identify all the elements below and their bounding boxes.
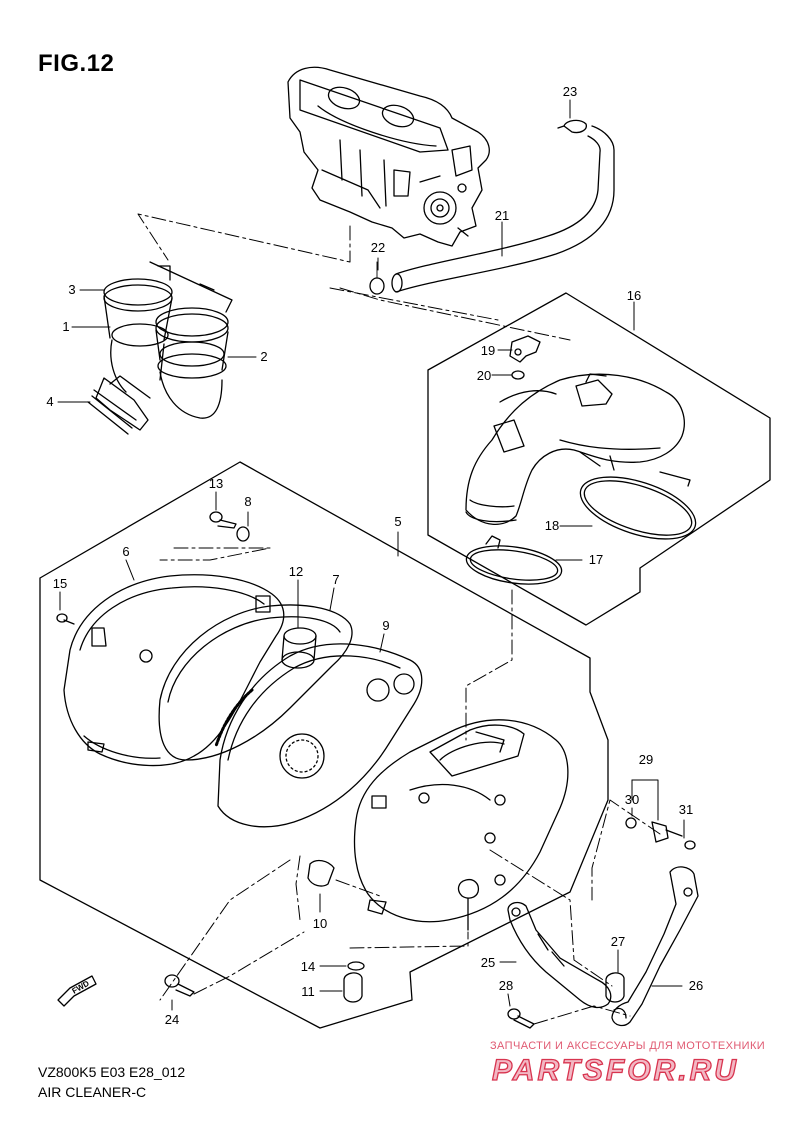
callout-25: 25	[481, 955, 495, 970]
callout-1: 1	[62, 319, 69, 334]
callout-20: 20	[477, 368, 491, 383]
bolt-13	[209, 511, 237, 529]
callout-31: 31	[679, 802, 693, 817]
seal-7	[158, 604, 353, 761]
callout-19: 19	[481, 343, 495, 358]
callout-12: 12	[289, 564, 303, 579]
callout-7: 7	[332, 572, 339, 587]
watermark-tagline: ЗАПЧАСТИ И АКСЕССУАРЫ ДЛЯ МОТОТЕХНИКИ	[490, 1040, 766, 1052]
callout-14: 14	[301, 959, 315, 974]
clip-20	[511, 370, 525, 380]
bolt-24	[164, 974, 195, 997]
callout-24: 24	[165, 1012, 179, 1027]
seal-band-18	[579, 471, 697, 540]
fitting-19	[509, 335, 541, 363]
callout-4: 4	[46, 394, 53, 409]
leader-lines	[57, 99, 685, 1025]
bushing-10	[307, 859, 335, 887]
model-code: VZ800K5 E03 E28_012	[38, 1064, 186, 1080]
callout-3: 3	[68, 282, 75, 297]
callout-30: 30	[625, 792, 639, 807]
callout-13: 13	[209, 476, 223, 491]
callout-10: 10	[313, 916, 327, 931]
callout-18: 18	[545, 518, 559, 533]
clip-23	[557, 119, 587, 134]
outer-cover-6	[63, 574, 285, 767]
callout-23: 23	[563, 84, 577, 99]
callout-28: 28	[499, 978, 513, 993]
callout-27: 27	[611, 934, 625, 949]
callout-17: 17	[589, 552, 603, 567]
collar-8	[236, 526, 250, 542]
callout-15: 15	[53, 576, 67, 591]
throttle-body	[287, 66, 490, 247]
part-number-labels: 23 21 22 16 3 1 2 4 19 20 18 17 5 13 8 6…	[46, 84, 703, 1027]
seal-band-17	[465, 535, 563, 585]
collar-27	[605, 972, 625, 1003]
callout-2: 2	[260, 349, 267, 364]
fwd-label: FWD	[71, 979, 91, 996]
callout-16: 16	[627, 288, 641, 303]
bracket-26	[611, 866, 699, 1027]
callout-11: 11	[301, 984, 315, 999]
callout-8: 8	[244, 494, 251, 509]
callout-6: 6	[122, 544, 129, 559]
filter-element-9	[214, 643, 423, 828]
figure-title: FIG.12	[38, 50, 115, 77]
intake-pipe-16	[465, 373, 685, 525]
group-outline-box-16	[427, 292, 771, 626]
screw-15	[56, 613, 75, 625]
section-name: AIR CLEANER-C	[38, 1084, 147, 1100]
hose-21	[391, 125, 615, 293]
callout-21: 21	[495, 208, 509, 223]
screw-31	[684, 840, 696, 850]
watermark-brand: PARTSFOR.RU	[491, 1053, 739, 1087]
clamp-14	[347, 961, 365, 971]
intake-joint-assembly	[87, 261, 233, 435]
callout-22: 22	[371, 240, 385, 255]
forward-direction-arrow: FWD	[57, 975, 97, 1007]
o-ring-30	[625, 817, 637, 829]
group-outline-box-5	[39, 461, 609, 1029]
clip-22	[369, 261, 385, 295]
plug-11	[343, 972, 363, 1003]
bolt-28	[507, 1008, 535, 1029]
callout-29: 29	[639, 752, 653, 767]
callout-5: 5	[394, 514, 401, 529]
bracket-25	[507, 901, 612, 1009]
drain-29	[651, 821, 683, 843]
callout-9: 9	[382, 618, 389, 633]
air-cleaner-case-5	[353, 719, 569, 931]
callout-26: 26	[689, 978, 703, 993]
